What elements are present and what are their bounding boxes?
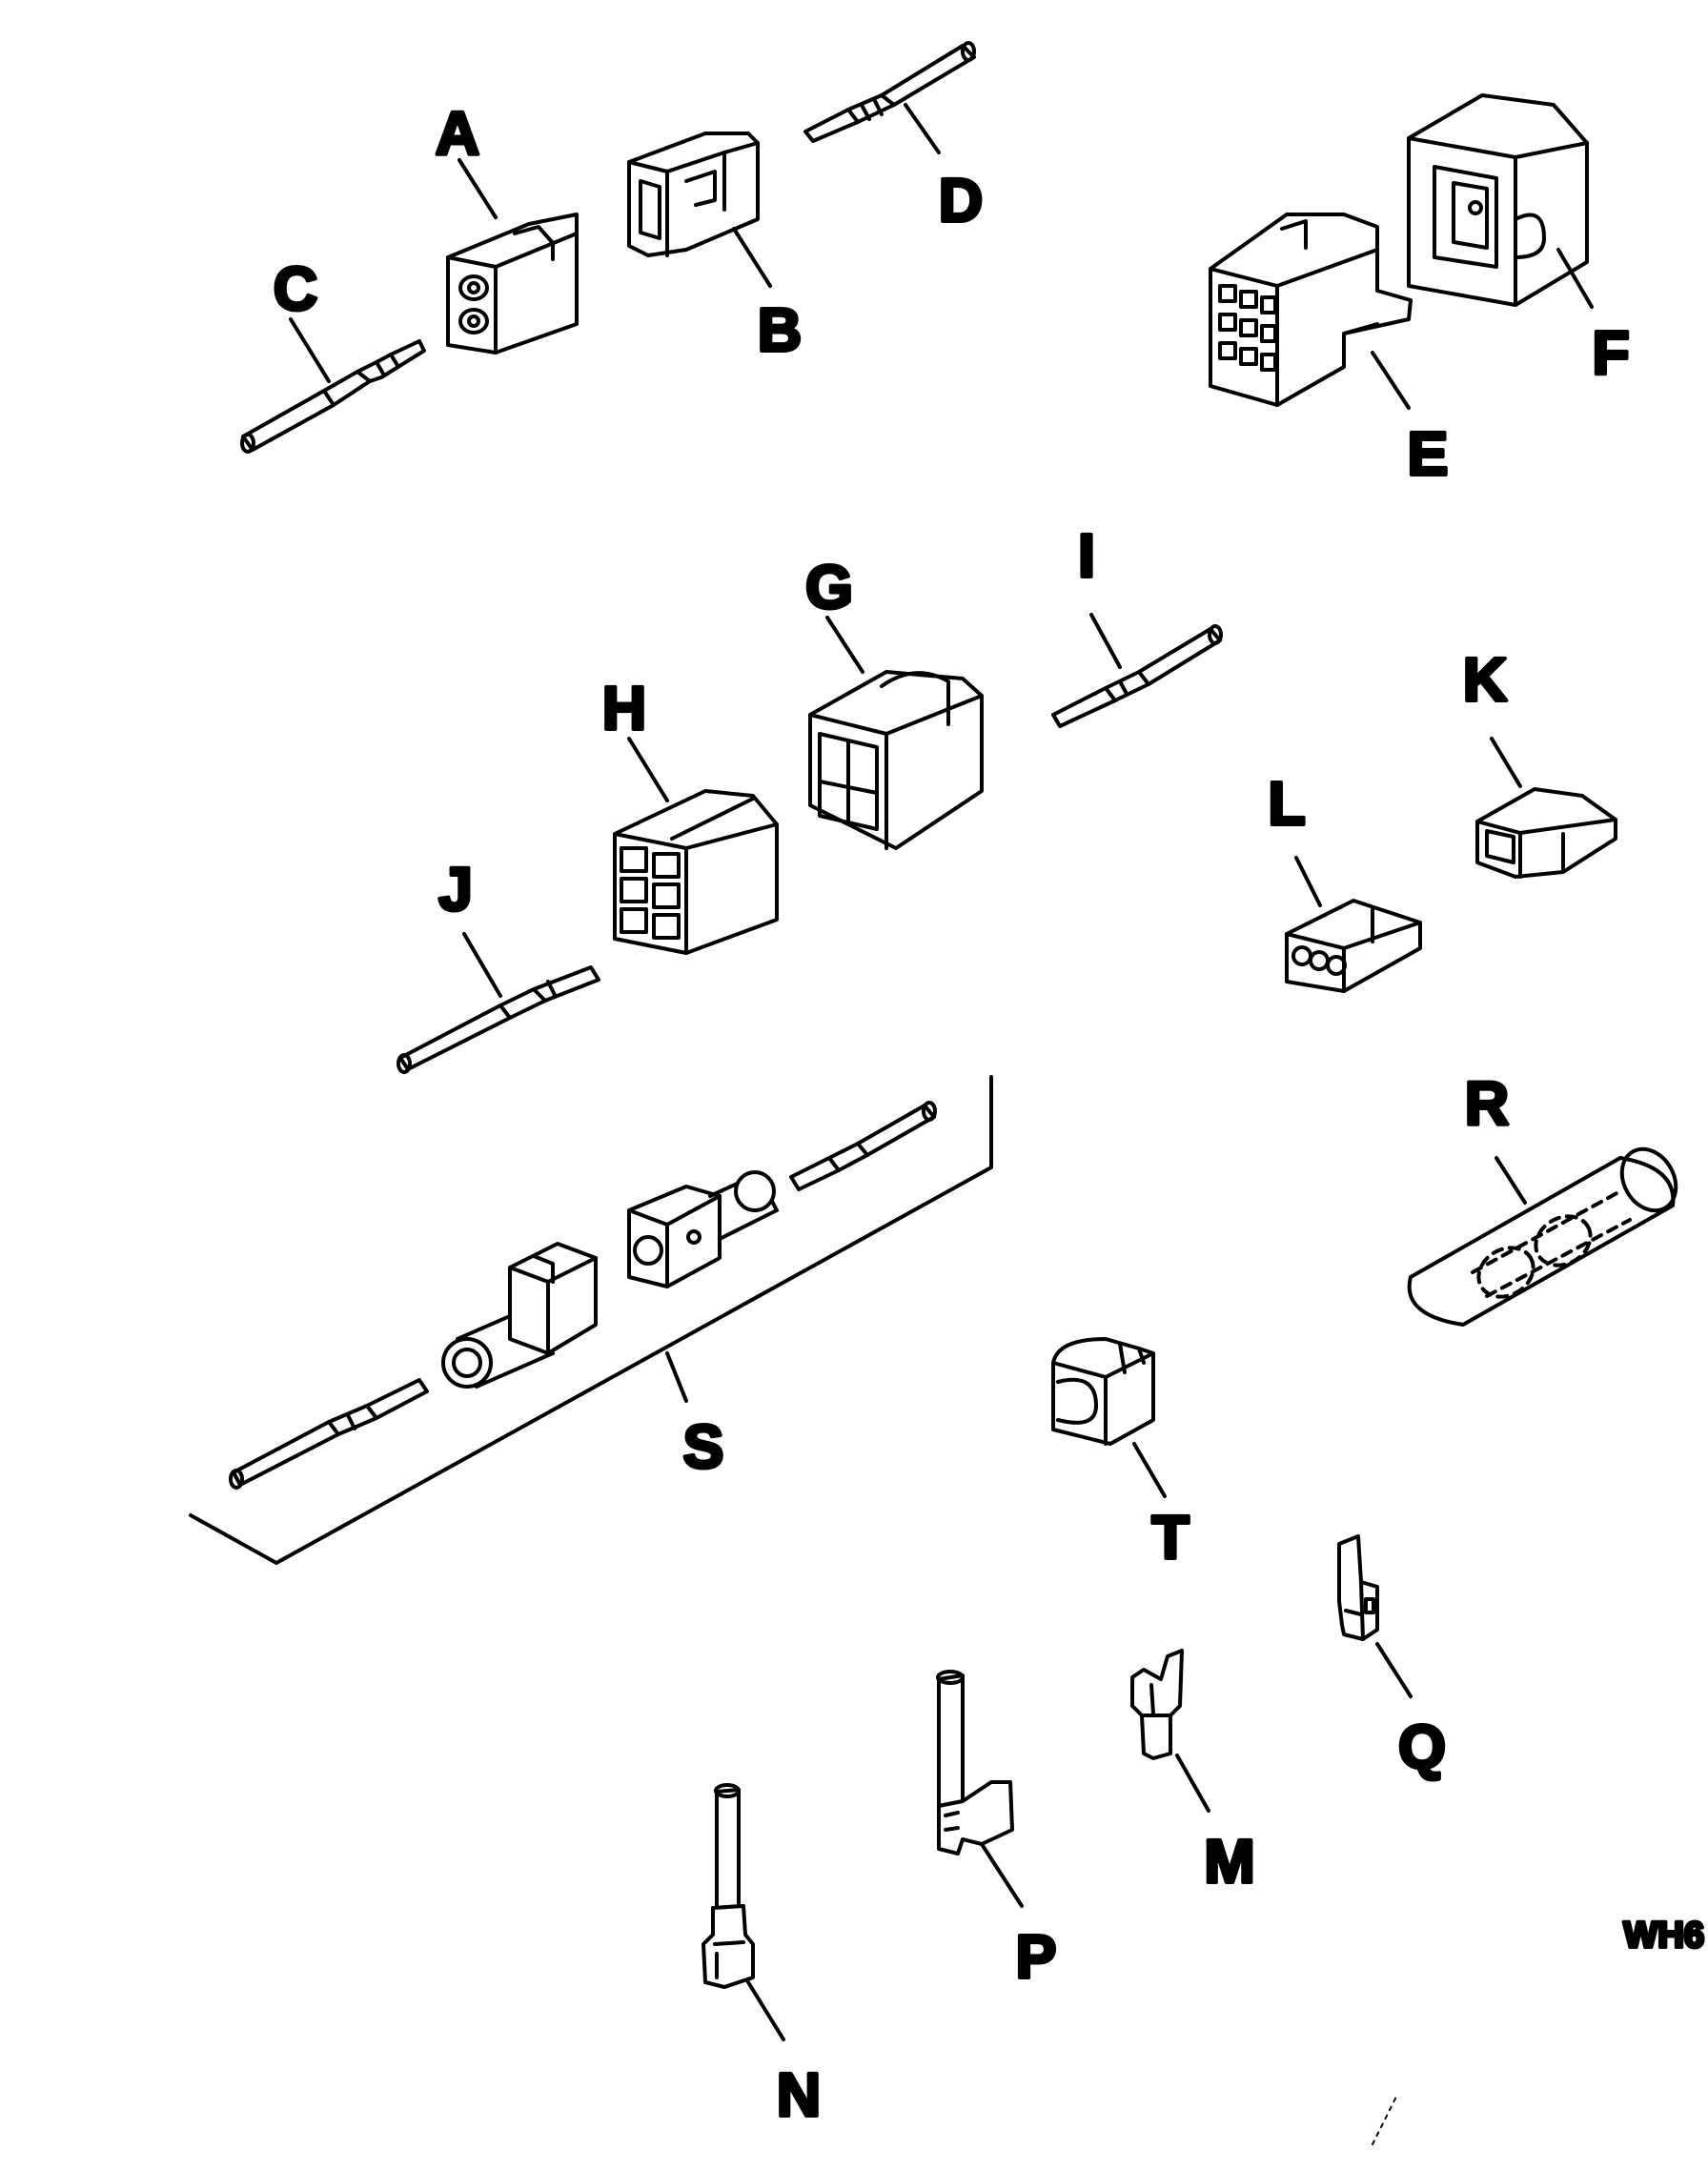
part-j-crimp-terminal: [396, 965, 600, 1074]
part-r-heat-shrink-sleeve: [1407, 1146, 1678, 1327]
stray-mark: [1372, 2096, 1397, 2145]
label-q: Q: [1398, 1713, 1446, 1781]
leader-line-c: [289, 317, 331, 383]
label-c: C: [274, 254, 317, 323]
label-t: T: [1151, 1503, 1189, 1572]
label-a: A: [436, 99, 479, 168]
leader-line-k: [1490, 737, 1522, 788]
part-d-crimp-terminal: [803, 41, 976, 143]
part-l-three-way-housing: [1285, 899, 1422, 993]
label-s: S: [683, 1412, 724, 1481]
label-n: N: [777, 2060, 821, 2129]
leader-line-d: [904, 103, 941, 154]
leader-line-q: [1375, 1642, 1413, 1698]
part-m-spade-terminal: [1130, 1649, 1184, 1760]
leader-line-n: [746, 1980, 785, 2041]
leader-line-s: [665, 1351, 688, 1403]
leader-line-t: [1132, 1442, 1167, 1498]
e-cavity-grid: [1218, 284, 1277, 372]
leader-line-f: [1556, 248, 1594, 309]
label-e: E: [1408, 419, 1449, 488]
label-j: J: [438, 855, 473, 923]
label-m: M: [1204, 1827, 1254, 1896]
leader-line-p: [980, 1842, 1024, 1908]
label-i: I: [1078, 521, 1095, 590]
s-bracket-line: [189, 1075, 993, 1565]
leader-line-i: [1089, 613, 1122, 669]
leader-line-m: [1175, 1754, 1210, 1813]
leader-line-e: [1371, 351, 1411, 410]
part-q-flag-terminal: [1337, 1534, 1379, 1641]
label-g: G: [805, 553, 853, 621]
part-a-two-way-housing: [446, 213, 579, 355]
part-c-crimp-terminal: [240, 339, 426, 454]
label-d: D: [939, 166, 983, 234]
leader-line-h: [627, 737, 669, 802]
label-f: F: [1592, 318, 1629, 387]
leader-line-j: [462, 932, 502, 998]
leader-line-g: [825, 616, 864, 674]
part-s-connector-kit: [189, 1075, 993, 1565]
part-b-latched-housing: [627, 132, 760, 257]
part-n-wire-receptacle: [702, 1783, 755, 1989]
label-r: R: [1465, 1069, 1509, 1138]
leader-line-b: [732, 227, 772, 288]
label-k: K: [1463, 645, 1507, 714]
label-h: H: [602, 674, 646, 742]
leader-line-l: [1294, 856, 1322, 907]
part-f-socket-housing: [1407, 93, 1589, 307]
figure-code: WH6: [1624, 1916, 1704, 1956]
label-p: P: [1016, 1922, 1057, 1991]
part-k-small-housing: [1475, 787, 1617, 879]
leader-line-r: [1494, 1156, 1527, 1205]
part-p-wire-flag-terminal: [936, 1670, 1014, 1856]
part-t-retaining-clip: [1051, 1337, 1155, 1446]
part-h-six-way-housing: [613, 789, 779, 955]
leader-line-a: [458, 158, 498, 219]
label-b: B: [758, 295, 802, 364]
part-i-crimp-terminal: [1051, 624, 1223, 728]
part-g-latched-housing: [808, 670, 984, 850]
part-e-nine-way-housing: [1209, 213, 1413, 407]
label-l: L: [1268, 769, 1305, 838]
h-cavity-grid: [620, 846, 681, 940]
